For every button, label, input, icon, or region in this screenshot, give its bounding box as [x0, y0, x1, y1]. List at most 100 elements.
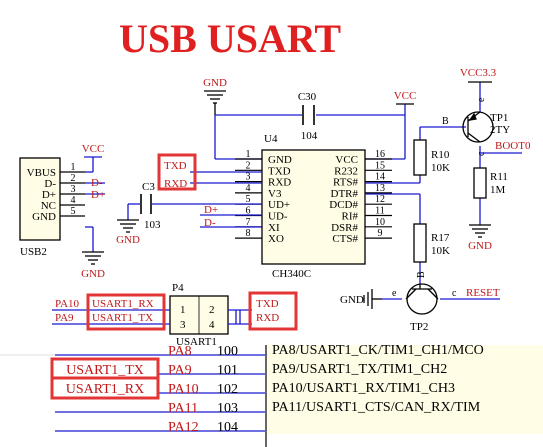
usb-pin-name: D+: [42, 189, 56, 201]
ic-pin-num-left: 3: [246, 172, 251, 183]
ic-pin-name-left: XI: [268, 222, 280, 234]
p4-pin-3: 3: [180, 319, 186, 331]
usb-pin-num: 2: [71, 173, 76, 184]
vcc-label-usb: VCC: [82, 143, 105, 155]
tp1-transistor: [462, 111, 494, 143]
pin-row-label: PA8: [168, 345, 192, 359]
p4-pin-2: 2: [209, 304, 215, 316]
gnd-label-r11: GND: [468, 240, 492, 252]
usb-pin-name: D-: [44, 178, 56, 190]
net-txd-ic: TXD: [164, 160, 187, 172]
p4-net-usart1-rx: USART1_RX: [92, 298, 154, 310]
c3-capacitor: [140, 194, 152, 214]
ic-pin-num-right: 14: [375, 172, 385, 183]
gnd-label-tp2: GND: [340, 294, 364, 306]
p4-net-usart1-tx: USART1_TX: [92, 312, 153, 324]
usb-pin-name: VBUS: [27, 167, 56, 179]
usb-ref: USB2: [20, 246, 47, 258]
net-dp-ic: D+: [204, 204, 218, 216]
ic-pin-num-right: 12: [375, 194, 385, 205]
tp2-transistor: [405, 283, 439, 315]
p4-pin-1: 1: [180, 304, 186, 316]
usb-net-dp: D+: [91, 189, 105, 201]
ic-pin-num-right: 13: [375, 183, 385, 194]
p4-pin-4: 4: [209, 319, 215, 331]
tp1-pin-e: e: [476, 97, 487, 102]
pin-row-signal: USART1_RX: [66, 382, 145, 397]
ic-pin-name-right: DSR#: [331, 222, 358, 234]
pin-row-func-box: [268, 396, 543, 415]
right-wires: [365, 82, 522, 300]
pin-row-func-box: [268, 377, 543, 396]
pin-row-label: PA10: [168, 382, 199, 397]
txd-rxd-wires: [190, 171, 262, 228]
c30-capacitor: [302, 105, 315, 125]
ic-pin-name-left: XO: [268, 233, 284, 245]
reset-label: RESET: [466, 287, 500, 299]
r11-ref: R11: [490, 171, 508, 183]
gnd-symbol-c3: [117, 219, 139, 233]
p4-usart-highlight: [86, 293, 166, 331]
boot0-label: BOOT0: [495, 140, 531, 152]
tp2-pin-b: B: [416, 271, 427, 278]
pin-row-number: 101: [217, 363, 238, 378]
ic-pin-num-right: 15: [375, 160, 385, 171]
gnd-symbol-tp2: [363, 289, 382, 309]
pin-row-signal: USART1_TX: [66, 363, 144, 378]
c30-value: 104: [301, 130, 318, 142]
c3-value: 103: [144, 219, 161, 231]
pin-row-number: 102: [217, 382, 238, 397]
txd-rxd-highlight: [157, 153, 197, 191]
c3-ref: C3: [142, 181, 155, 193]
pin-row-label: PA9: [168, 363, 192, 378]
usb-pin-name: NC: [41, 200, 56, 212]
gnd-symbol-top: [204, 90, 226, 115]
p4-net-pa10: PA10: [55, 298, 80, 310]
pin-row-number: 103: [217, 401, 238, 416]
r11-value: 1M: [490, 184, 506, 196]
usb-connector-body: [19, 157, 61, 241]
usb-pin-num: 4: [71, 195, 76, 206]
gnd-label-c3: GND: [116, 234, 140, 246]
ic-pin-name-left: UD+: [268, 199, 290, 211]
ic-pin-num-left: 2: [246, 160, 251, 171]
pin-row-function: PA8/USART1_CK/TIM1_CH1/MCO: [272, 345, 484, 358]
gnd-symbol-usb: [82, 251, 104, 265]
net-rxd-ic: RXD: [164, 178, 187, 190]
tp1-ref: TP1: [490, 112, 508, 124]
c30-ref: C30: [298, 91, 317, 103]
ic-pin-num-right: 9: [378, 228, 383, 239]
vcc33-label: VCC3.3: [460, 67, 497, 79]
ic-pin-num-left: 7: [246, 217, 251, 228]
pin-row-label: PA11: [168, 401, 198, 416]
net-dm-ic: D-: [204, 217, 216, 229]
ic-pin-num-left: 1: [246, 149, 251, 160]
p4-txd-rxd-highlight: [248, 291, 298, 331]
ic-pin-name-left: TXD: [268, 165, 291, 177]
ic-pin-name-right: R232: [334, 165, 358, 177]
pin-row-func-box: [268, 415, 543, 434]
pin-row-func-box: [268, 345, 543, 358]
r10-ref: R10: [431, 149, 450, 161]
usb-pin-num: 1: [71, 162, 76, 173]
tp1-value: 2TY: [490, 124, 510, 136]
r17-ref: R17: [431, 232, 450, 244]
pin-row-function: PA10/USART1_RX/TIM1_CH3: [272, 381, 455, 396]
vcc-label-top: VCC: [394, 90, 417, 102]
p4-name: USART1: [176, 336, 217, 345]
usb-wires: [84, 156, 105, 252]
pin-row-number: 104: [217, 420, 238, 435]
ic-pin-name-left: GND: [268, 154, 292, 166]
ic-ref: U4: [264, 133, 278, 145]
ic-pin-name-right: RI#: [342, 211, 359, 223]
tp2-pin-e: e: [392, 288, 397, 299]
ic-pin-name-left: RXD: [268, 177, 291, 189]
schematic-title: USB USART: [119, 16, 341, 61]
r10-resistor: [413, 139, 427, 176]
ic-pin-name-right: DTR#: [331, 188, 359, 200]
ic-pin-num-left: 4: [246, 183, 251, 194]
